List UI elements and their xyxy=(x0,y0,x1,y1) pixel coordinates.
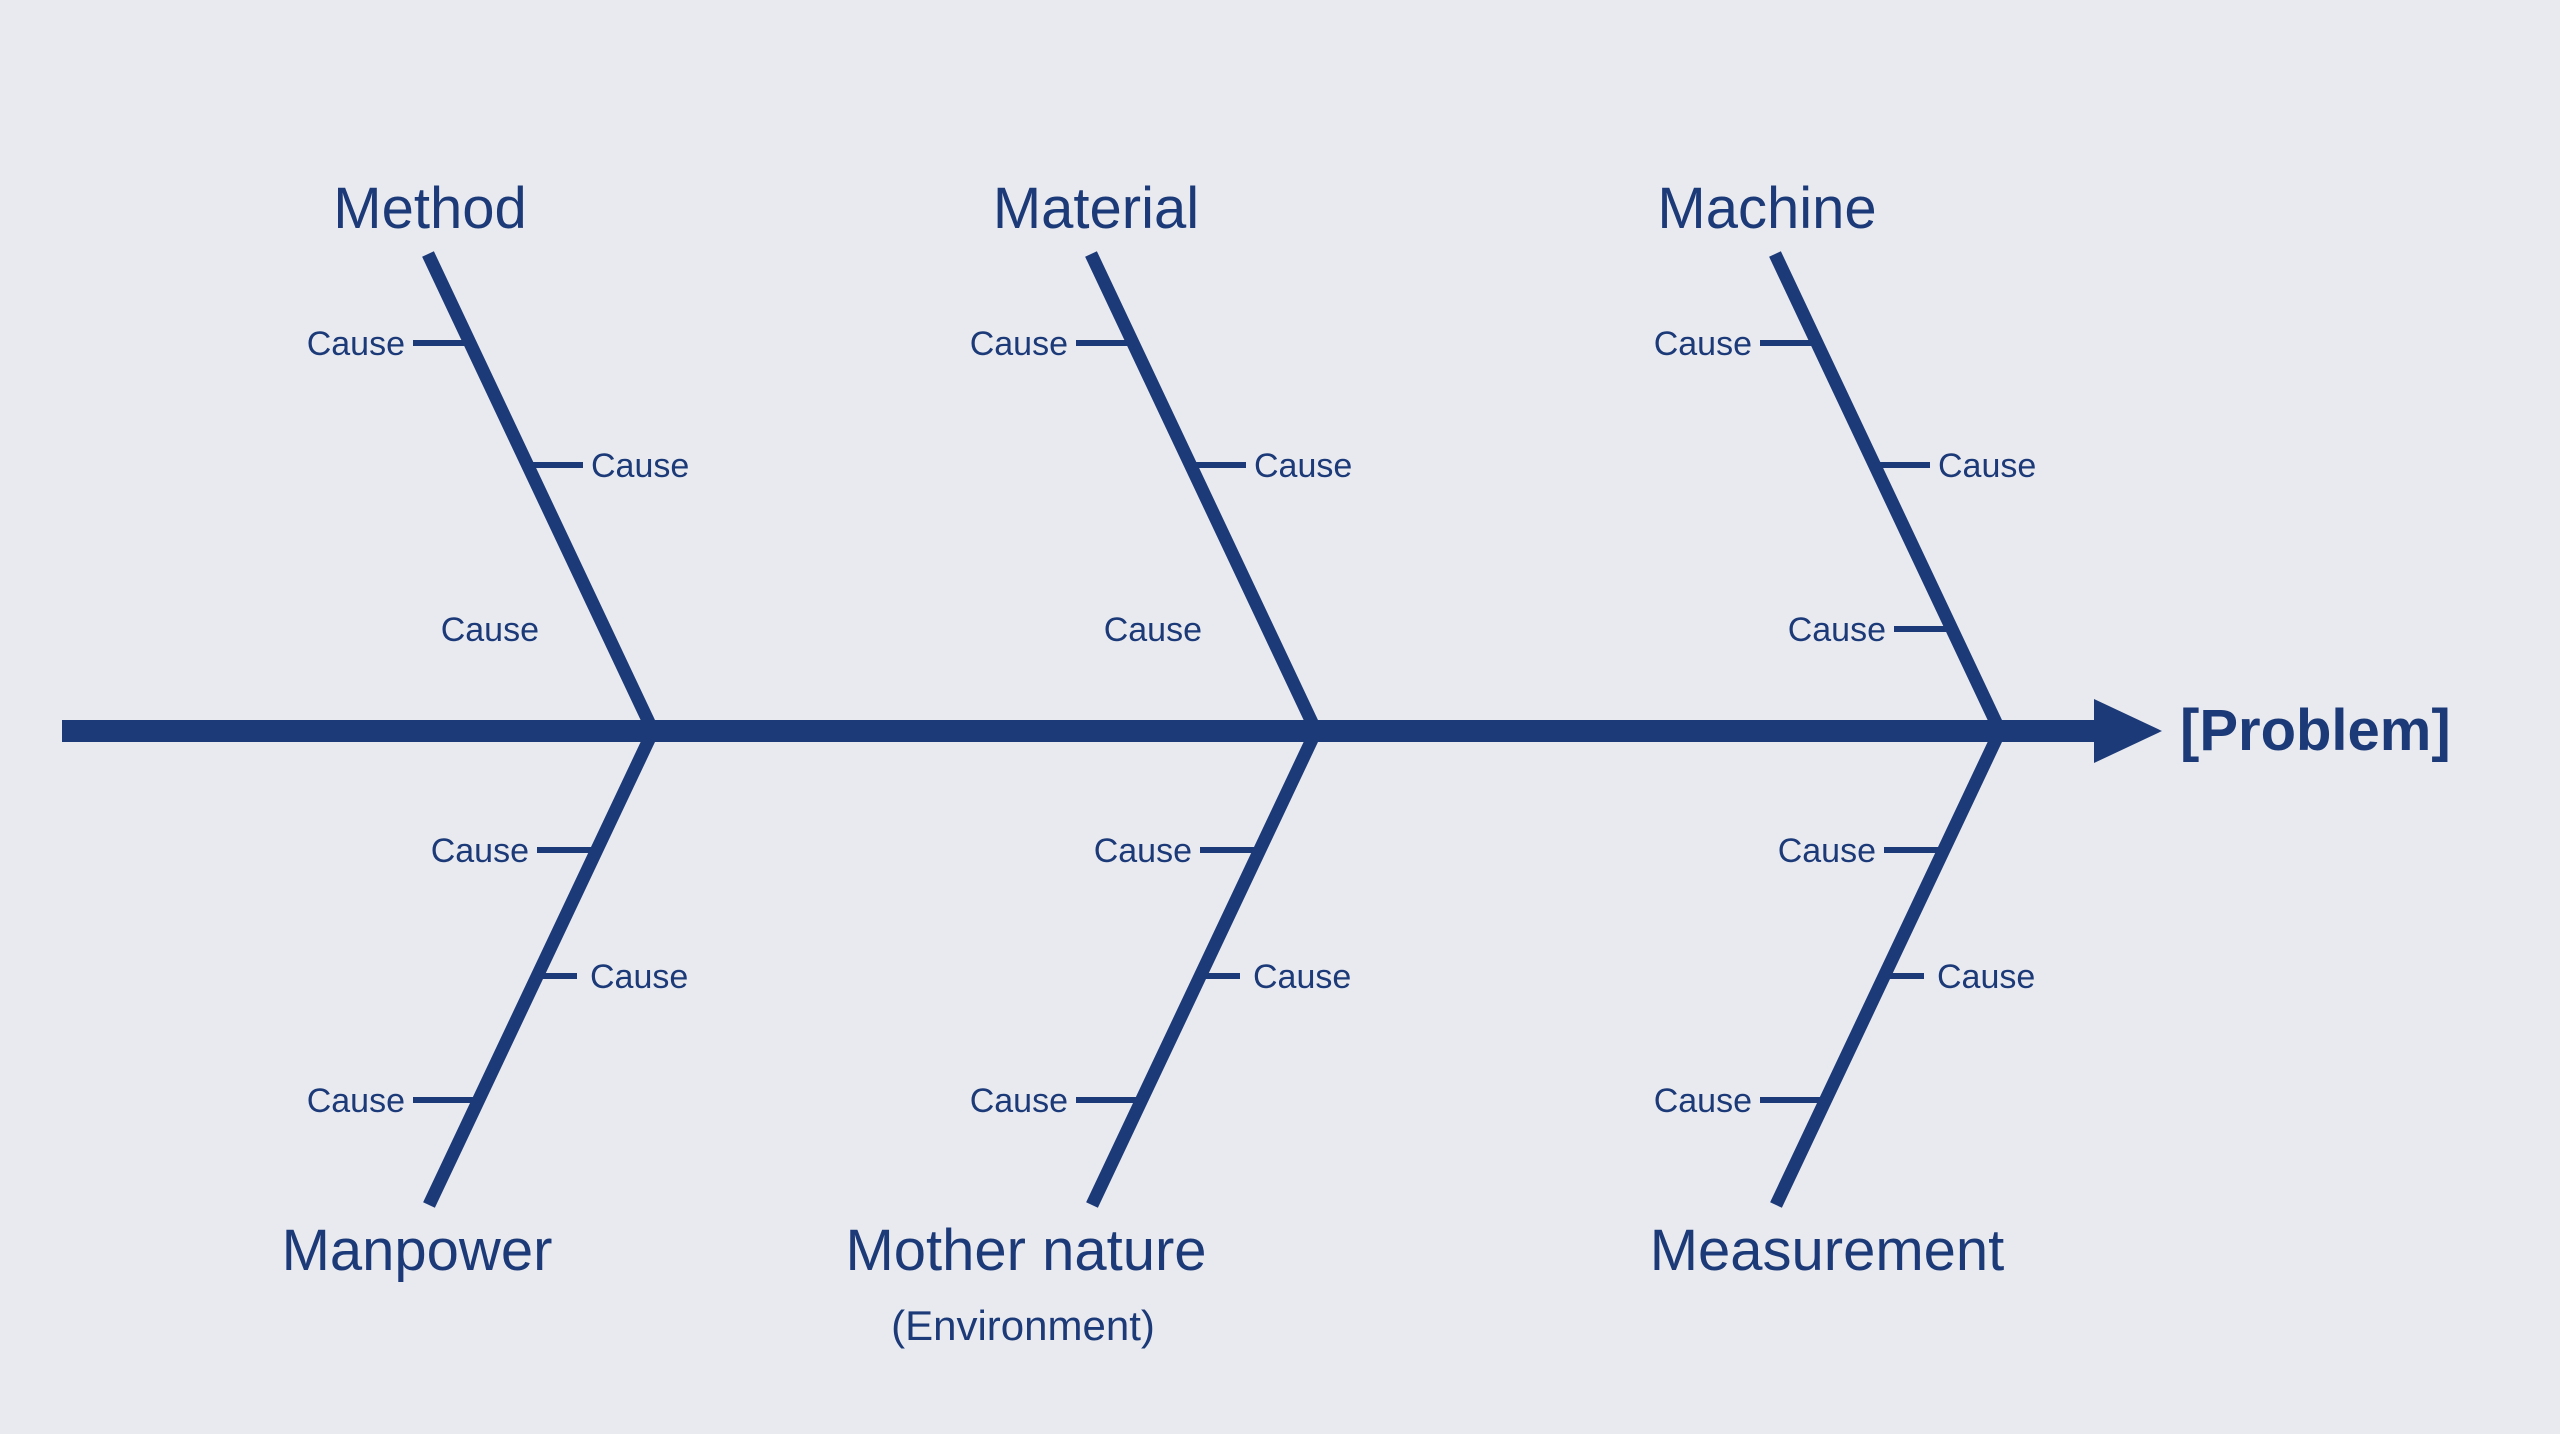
cause-label: Cause xyxy=(431,832,529,870)
category-machine: Machine Cause Cause Cause xyxy=(1654,176,2036,734)
bone-measurement xyxy=(1770,728,2006,1208)
category-label-method: Method xyxy=(333,176,526,241)
cause-label: Cause xyxy=(1938,447,2036,485)
bone-mother-nature xyxy=(1086,728,1322,1208)
category-label-manpower: Manpower xyxy=(282,1218,553,1283)
category-material: Material Cause Cause Cause xyxy=(970,176,1352,734)
category-label-mother-nature: Mother nature xyxy=(845,1218,1206,1283)
category-mother-nature: Mother nature (Environment) Cause Cause … xyxy=(845,728,1351,1349)
category-label-measurement: Measurement xyxy=(1650,1218,2005,1283)
cause-label: Cause xyxy=(970,1082,1068,1120)
cause-label: Cause xyxy=(1788,611,1886,649)
category-method: Method Cause Cause Cause xyxy=(307,176,689,734)
cause-label: Cause xyxy=(1094,832,1192,870)
category-manpower: Manpower Cause Cause Cause xyxy=(282,728,688,1283)
bone-manpower xyxy=(423,728,659,1208)
problem-label: [Problem] xyxy=(2180,698,2451,763)
cause-label: Cause xyxy=(1654,1082,1752,1120)
cause-label: Cause xyxy=(1254,447,1352,485)
cause-label: Cause xyxy=(1253,958,1351,996)
cause-label: Cause xyxy=(441,611,539,649)
cause-label: Cause xyxy=(970,325,1068,363)
bone-method xyxy=(422,251,659,734)
category-label-machine: Machine xyxy=(1657,176,1876,241)
category-measurement: Measurement Cause Cause Cause xyxy=(1650,728,2035,1283)
cause-label: Cause xyxy=(590,958,688,996)
cause-label: Cause xyxy=(1654,325,1752,363)
category-label-material: Material xyxy=(993,176,1199,241)
category-sublabel-environment: (Environment) xyxy=(891,1302,1155,1349)
cause-label: Cause xyxy=(307,325,405,363)
bone-material xyxy=(1085,251,1322,734)
cause-label: Cause xyxy=(1104,611,1202,649)
cause-label: Cause xyxy=(307,1082,405,1120)
spine-group: [Problem] xyxy=(62,698,2451,763)
cause-label: Cause xyxy=(1778,832,1876,870)
cause-label: Cause xyxy=(1937,958,2035,996)
cause-label: Cause xyxy=(591,447,689,485)
bone-machine xyxy=(1769,251,2006,734)
spine-arrowhead xyxy=(2094,699,2162,763)
